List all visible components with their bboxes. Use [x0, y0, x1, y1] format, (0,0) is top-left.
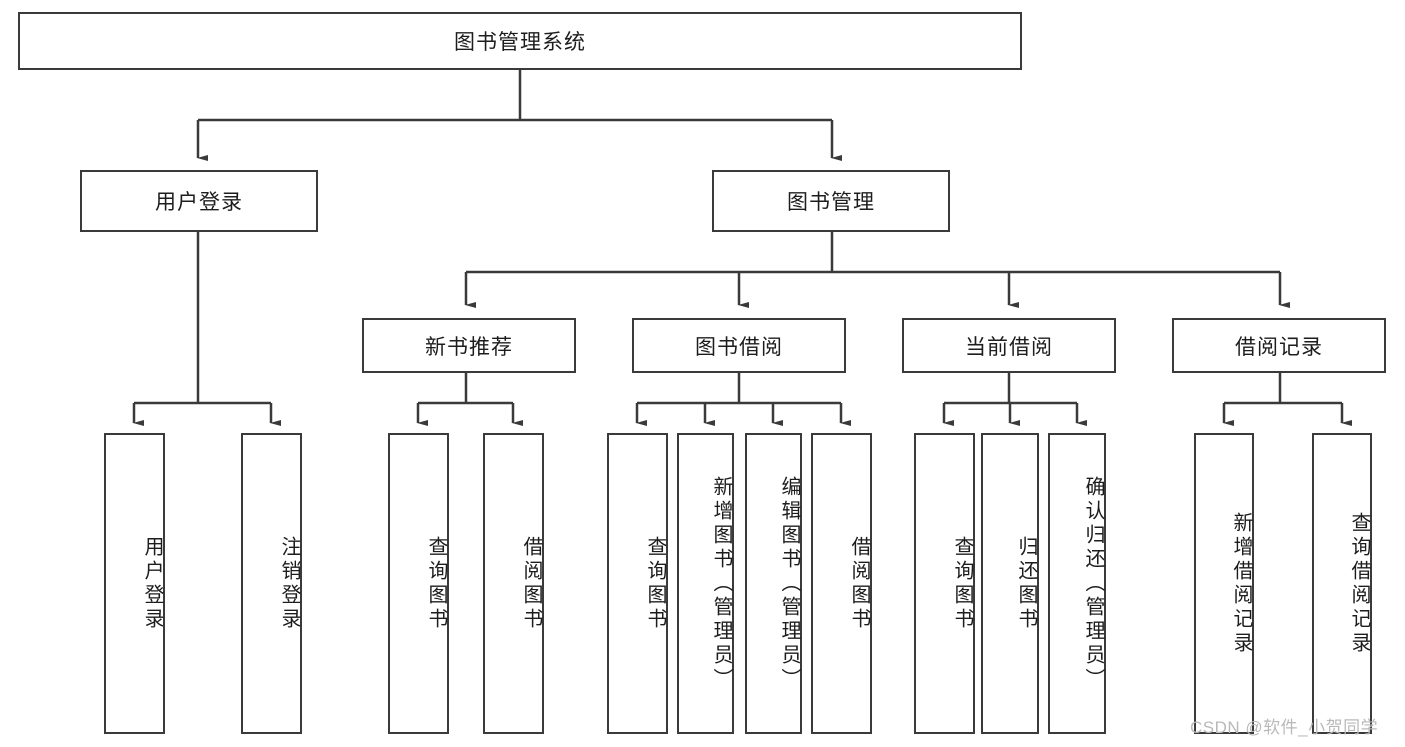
leaf-current-confirm-return-admin[interactable]: 确认归还（管理员）: [1048, 433, 1106, 734]
leaf-label: 用户登录: [141, 535, 163, 632]
leaf-label: 查询图书: [644, 535, 666, 632]
leaf-label: 查询借阅记录: [1348, 511, 1370, 656]
node-current-borrow-label: 当前借阅: [965, 335, 1053, 359]
leaf-current-return-book[interactable]: 归还图书: [981, 433, 1039, 734]
leaf-borrow-borrow-book[interactable]: 借阅图书: [811, 433, 872, 734]
leaf-label: 注销登录: [278, 535, 300, 632]
node-new-book-recommend[interactable]: 新书推荐: [362, 318, 576, 373]
node-book-borrow-label: 图书借阅: [695, 335, 783, 359]
leaf-borrow-edit-book-admin[interactable]: 编辑图书（管理员）: [745, 433, 802, 734]
leaf-label: 归还图书: [1015, 535, 1037, 632]
leaf-label: 确认归还（管理员）: [1082, 475, 1104, 692]
node-current-borrow[interactable]: 当前借阅: [902, 318, 1116, 373]
leaf-label: 查询图书: [425, 535, 447, 632]
leaf-record-query-record[interactable]: 查询借阅记录: [1312, 433, 1372, 734]
node-borrow-record[interactable]: 借阅记录: [1172, 318, 1386, 373]
leaf-label: 编辑图书（管理员）: [778, 475, 800, 692]
leaf-label: 查询图书: [951, 535, 973, 632]
leaf-label: 借阅图书: [520, 535, 542, 632]
leaf-new-book-query-book[interactable]: 查询图书: [388, 433, 449, 734]
node-user-login[interactable]: 用户登录: [80, 170, 318, 232]
leaf-new-book-borrow-book[interactable]: 借阅图书: [483, 433, 544, 734]
node-book-borrow[interactable]: 图书借阅: [632, 318, 846, 373]
leaf-label: 新增图书（管理员）: [710, 475, 732, 692]
leaf-label: 借阅图书: [848, 535, 870, 632]
leaf-user-login-logout[interactable]: 注销登录: [241, 433, 302, 734]
leaf-label: 新增借阅记录: [1230, 511, 1252, 656]
node-borrow-record-label: 借阅记录: [1235, 335, 1323, 359]
node-user-login-label: 用户登录: [155, 191, 243, 214]
leaf-user-login-login[interactable]: 用户登录: [104, 433, 165, 734]
csdn-watermark: CSDN @软件_小贺同学: [1190, 718, 1379, 737]
leaf-borrow-add-book-admin[interactable]: 新增图书（管理员）: [677, 433, 734, 734]
leaf-borrow-query-book[interactable]: 查询图书: [607, 433, 668, 734]
node-new-book-recommend-label: 新书推荐: [425, 335, 513, 359]
node-book-management-label: 图书管理: [787, 191, 875, 214]
leaf-current-query-book[interactable]: 查询图书: [914, 433, 975, 734]
node-root-label: 图书管理系统: [454, 31, 586, 54]
node-book-management[interactable]: 图书管理: [712, 170, 950, 232]
node-root[interactable]: 图书管理系统: [18, 12, 1022, 70]
leaf-record-add-record[interactable]: 新增借阅记录: [1194, 433, 1254, 734]
